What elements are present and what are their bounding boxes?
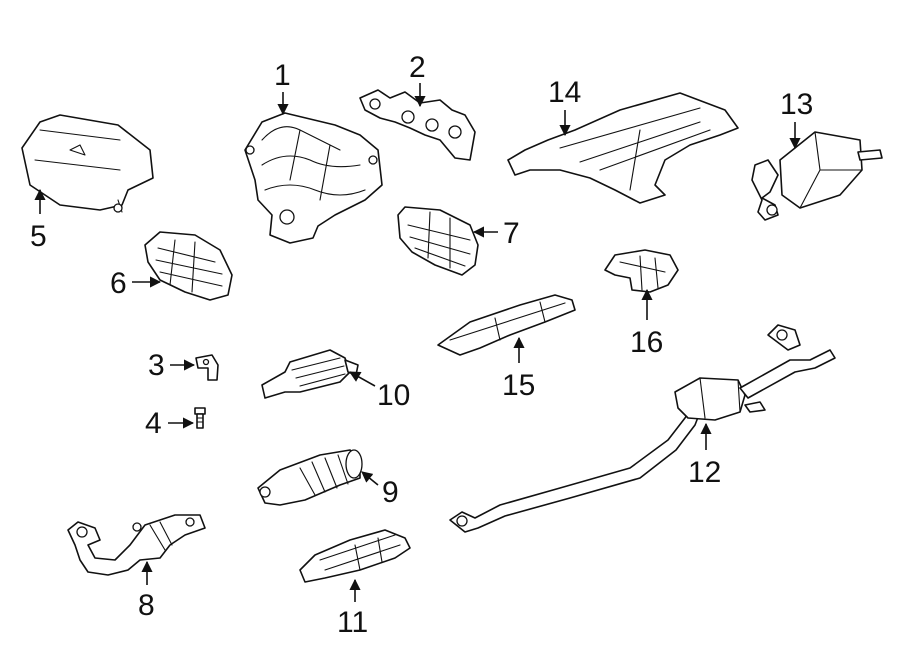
callout-11: 11: [337, 606, 368, 639]
callout-15: 15: [502, 369, 535, 402]
part-7-heat-shield: [397, 206, 479, 276]
arrow-10: [349, 371, 376, 387]
part-3-bracket: [195, 354, 219, 381]
callout-6: 6: [110, 267, 127, 300]
part-9-catalytic-converter: [257, 449, 363, 506]
part-4-bolt: [194, 407, 206, 429]
part-6-heat-shield: [144, 231, 233, 301]
part-14-floor-heat-shield: [507, 92, 739, 204]
callout-16: 16: [630, 326, 663, 359]
part-11-catalytic-converter: [299, 529, 411, 583]
callout-numbers: 1 2 3 4 5 6 7 8 9 10 11 12 13 14 15 16: [30, 51, 813, 639]
callout-8: 8: [138, 589, 155, 622]
callout-14: 14: [548, 76, 581, 109]
part-2-gasket: [359, 89, 476, 161]
part-16-bracket-shield: [604, 249, 679, 293]
part-10-catalytic-converter: [261, 349, 359, 399]
part-12-center-pipe: [449, 324, 836, 533]
callout-12: 12: [688, 456, 721, 489]
callout-2: 2: [409, 51, 426, 84]
arrow-9: [361, 471, 379, 486]
callout-arrows: [34, 83, 801, 602]
callout-9: 9: [382, 476, 399, 509]
part-13-muffler: [751, 131, 883, 221]
callout-1: 1: [274, 59, 291, 92]
part-1-exhaust-manifold: [244, 112, 383, 244]
callout-7: 7: [503, 217, 520, 250]
callout-4: 4: [145, 407, 162, 440]
callout-3: 3: [148, 349, 165, 382]
callout-10: 10: [377, 379, 410, 412]
part-15-heat-shield: [437, 294, 576, 356]
part-8-front-pipe: [67, 514, 206, 576]
callout-5: 5: [30, 220, 47, 253]
part-5-manifold-cover: [21, 114, 154, 213]
callout-13: 13: [780, 88, 813, 121]
